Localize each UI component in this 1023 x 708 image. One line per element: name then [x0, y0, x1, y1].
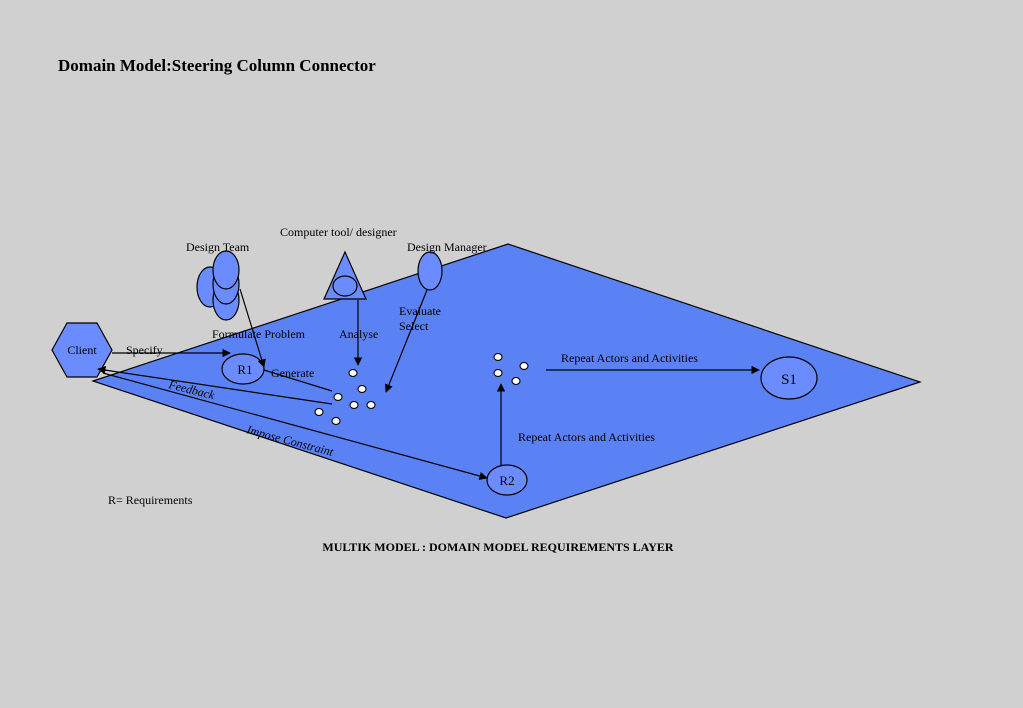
client-label: Client	[67, 343, 97, 357]
feedback-arrow	[97, 365, 333, 405]
r1-label: R1	[237, 362, 252, 377]
tool-circle-icon	[332, 275, 358, 297]
s1-ellipse	[760, 356, 818, 400]
requirements-plane	[91, 243, 922, 519]
activity-dots-right	[493, 352, 529, 386]
r1-node[interactable]: R1	[221, 353, 265, 385]
manager-icon	[417, 251, 443, 291]
design-manager-actor[interactable]: Design Manager	[407, 240, 487, 291]
s1-node[interactable]: S1	[760, 356, 818, 400]
design-manager-label: Design Manager	[407, 240, 487, 254]
select-label: Select	[399, 319, 429, 333]
design-team-actor[interactable]: Design Team	[186, 240, 250, 321]
page-title: Domain Model:Steering Column Connector	[58, 56, 376, 75]
evaluate-label: Evaluate	[399, 304, 441, 318]
team-member-icon	[212, 250, 240, 290]
generate-label: Generate	[271, 366, 314, 380]
impose-constraint-arrow	[102, 372, 488, 481]
formulate-label: Formulate Problem	[212, 327, 306, 341]
r2-label: R2	[499, 473, 514, 488]
generate-line	[263, 369, 333, 392]
activity-dots-left	[314, 368, 376, 426]
computer-tool-actor[interactable]: Computer tool/ designer	[280, 225, 397, 300]
design-team-arrow	[239, 288, 266, 368]
design-team-label: Design Team	[186, 240, 250, 254]
legend-text: R= Requirements	[108, 493, 193, 507]
repeat-mid-label: Repeat Actors and Activities	[518, 430, 655, 444]
repeat-top-label: Repeat Actors and Activities	[561, 351, 698, 365]
diagram-caption: MULTIK MODEL : DOMAIN MODEL REQUIREMENTS…	[322, 540, 673, 554]
s1-label: S1	[781, 372, 797, 388]
evaluate-arrow	[384, 289, 428, 393]
client-actor[interactable]: Client	[51, 322, 113, 378]
specify-label: Specify	[126, 343, 163, 357]
r2-node[interactable]: R2	[486, 464, 528, 496]
hexagon-icon	[51, 322, 113, 378]
analyse-label: Analyse	[339, 327, 378, 341]
computer-tool-label: Computer tool/ designer	[280, 225, 397, 239]
r1-ellipse	[221, 353, 265, 385]
